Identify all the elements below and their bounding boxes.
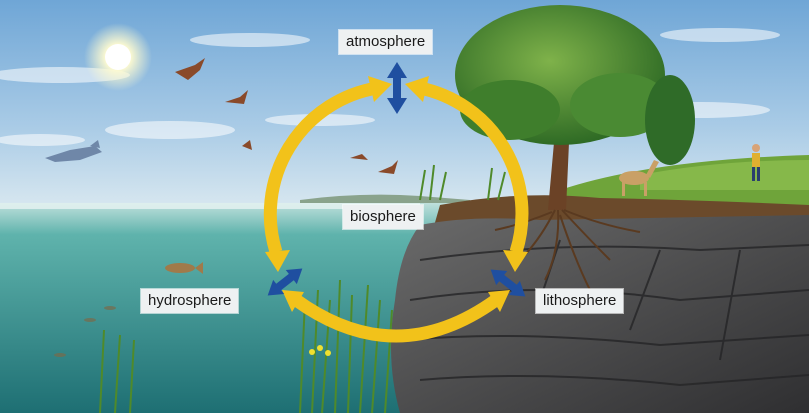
small-fish [54, 306, 116, 357]
deer-icon [619, 160, 659, 196]
rock-cliff [391, 215, 809, 413]
hydrosphere-label: hydrosphere [141, 289, 239, 313]
cycle-arrow-hydrosphere-to-lithosphere [292, 294, 500, 343]
geese-icon [175, 58, 398, 174]
person-icon [752, 144, 760, 181]
fish-icon [165, 262, 203, 274]
cycle-arrows [263, 81, 529, 343]
exchange-arrow-atmosphere [387, 62, 407, 114]
exchange-arrow-hydrosphere [267, 268, 303, 296]
cycle-arrow-atmosphere-to-hydrosphere [263, 81, 379, 254]
biosphere-label: biosphere [343, 205, 423, 229]
exchange-arrow-lithosphere [490, 269, 526, 297]
lithosphere-label: lithosphere [536, 289, 624, 313]
exchange-arrows [267, 62, 526, 297]
yellow-flowers [309, 345, 331, 356]
cycle-arrow-atmosphere-to-lithosphere [418, 81, 529, 254]
atmosphere-label: atmosphere [339, 30, 433, 54]
heron-icon [45, 140, 102, 162]
cycle-arrowheads [265, 76, 528, 312]
tree-icon [455, 5, 695, 210]
